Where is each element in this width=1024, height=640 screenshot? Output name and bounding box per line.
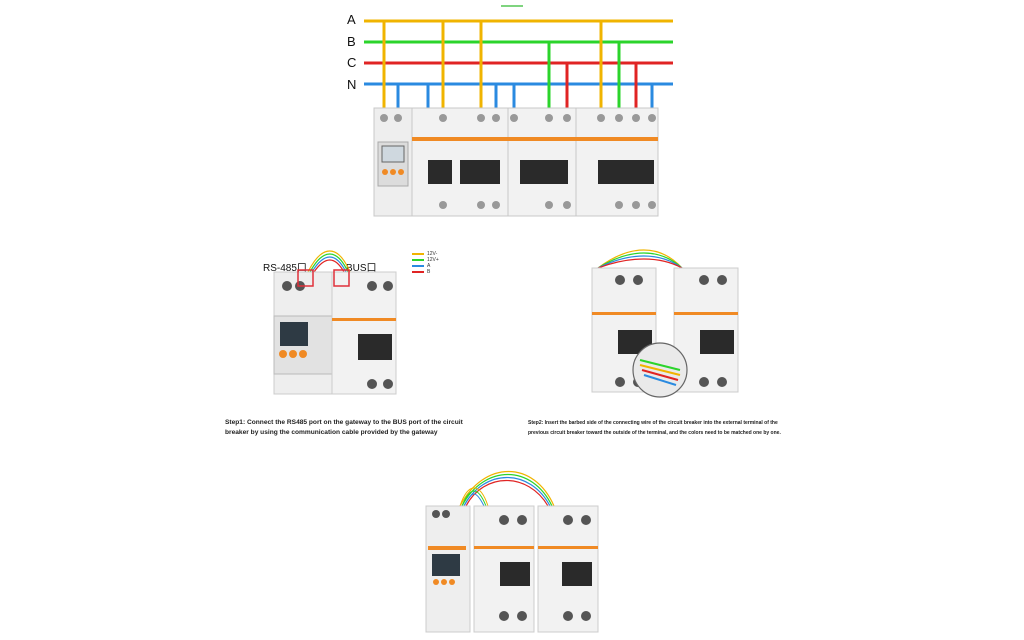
wire-legend: 12V- 12V+ A B — [412, 251, 472, 275]
legend-label: 12V- — [427, 251, 438, 257]
legend-label: 12V+ — [427, 257, 439, 263]
breaker-row — [373, 107, 659, 217]
busbar-diagram — [364, 19, 673, 217]
step2-caption-line1: Step2: Insert the barbed side of the con… — [528, 420, 778, 426]
bus-port-label: BUS口 — [346, 263, 377, 274]
step2-diagram — [591, 249, 739, 398]
legend-swatch — [412, 265, 424, 267]
legend-item: A — [412, 263, 472, 269]
bottom-diagram — [425, 471, 599, 633]
rs485-port-label: RS-485口 — [263, 263, 307, 274]
top-small-dash — [501, 5, 523, 7]
step2-caption-line2: previous circuit breaker toward the outs… — [528, 430, 781, 436]
step1-diagram — [273, 250, 397, 395]
legend-item: 12V- — [412, 251, 472, 257]
step1-caption: Step1: Connect the RS485 port on the gat… — [225, 418, 525, 438]
legend-label: B — [427, 269, 431, 275]
step1-caption-line1: Step1: Connect the RS485 port on the gat… — [225, 419, 463, 426]
legend-item: B — [412, 269, 472, 275]
step2-caption: Step2: Insert the barbed side of the con… — [528, 418, 828, 438]
legend-swatch — [412, 271, 424, 273]
bus-label-n: N — [347, 77, 357, 92]
legend-swatch — [412, 253, 424, 255]
bus-label-c: C — [347, 55, 357, 70]
legend-item: 12V+ — [412, 257, 472, 263]
bus-label-b: B — [347, 34, 356, 49]
step1-caption-line2: breaker by using the communication cable… — [225, 429, 438, 436]
legend-swatch — [412, 259, 424, 261]
bus-label-a: A — [347, 12, 356, 27]
legend-label: A — [427, 263, 431, 269]
